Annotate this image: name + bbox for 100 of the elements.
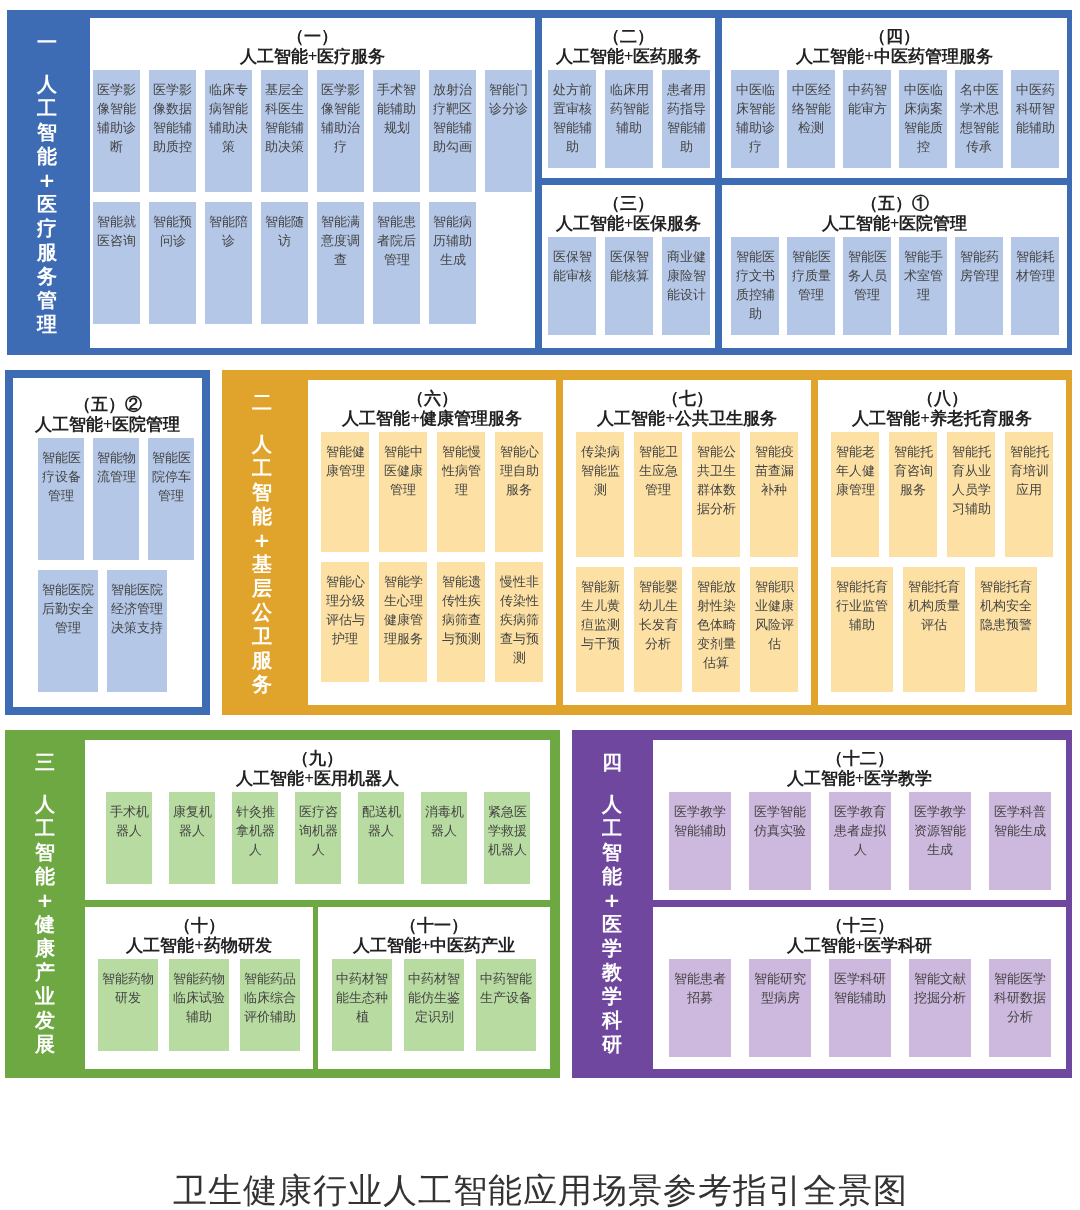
scenario-card: 智能药房管理 xyxy=(955,237,1003,335)
scenario-card: 医学教育患者虚拟人 xyxy=(829,792,891,890)
scenario-card: 智能公共卫生群体数据分析 xyxy=(692,432,740,557)
scenario-card: 智能医疗设备管理 xyxy=(38,438,84,560)
category-number: （五）① xyxy=(859,195,930,212)
category-title: 人工智能+医学科研 xyxy=(785,937,934,954)
scenario-card: 康复机器人 xyxy=(169,792,215,884)
section-panel xyxy=(572,730,1072,1078)
scenario-card: 智能门诊分诊 xyxy=(485,70,532,192)
scenario-card: 医保智能核算 xyxy=(605,237,653,335)
section-title: 人工智能+健康产业发展 xyxy=(33,792,56,1056)
scenario-card: 手术机器人 xyxy=(106,792,152,884)
section-number: 一 xyxy=(36,32,58,52)
scenario-card: 智能中医健康管理 xyxy=(379,432,427,552)
category-title: 人工智能+公共卫生服务 xyxy=(596,410,778,427)
scenario-card: 智能随访 xyxy=(261,202,308,324)
scenario-card: 智能手术室管理 xyxy=(899,237,947,335)
category-title: 人工智能+医保服务 xyxy=(554,215,703,232)
scenario-card: 智能满意度调查 xyxy=(317,202,364,324)
scenario-card: 智能患者院后管理 xyxy=(373,202,420,324)
scenario-card: 智能慢性病管理 xyxy=(437,432,485,552)
category-number: （十二） xyxy=(824,750,895,767)
diagram-caption: 卫生健康行业人工智能应用场景参考指引全景图 xyxy=(171,1171,909,1210)
scenario-card: 智能药品临床综合评价辅助 xyxy=(240,959,300,1051)
scenario-card: 智能患者招募 xyxy=(669,959,731,1057)
scenario-card: 医学科普智能生成 xyxy=(989,792,1051,890)
scenario-card: 医保智能审核 xyxy=(548,237,596,335)
category-number: （十三） xyxy=(824,917,895,934)
category-number: （五）② xyxy=(72,396,143,413)
scenario-card: 智能医院停车管理 xyxy=(148,438,194,560)
scenario-card: 中药材智能仿生鉴定识别 xyxy=(404,959,464,1051)
scenario-card: 智能托育机构安全隐患预警 xyxy=(975,567,1037,692)
scenario-card: 医学影像智能辅助治疗 xyxy=(317,70,364,192)
category-title: 人工智能+医疗服务 xyxy=(238,48,387,65)
category-number: （十） xyxy=(172,917,226,934)
category-number: （二） xyxy=(602,28,655,45)
scenario-card: 医疗咨询机器人 xyxy=(295,792,341,884)
section-panel xyxy=(7,10,1072,355)
scenario-card: 智能托育培训应用 xyxy=(1005,432,1053,557)
scenario-card: 配送机器人 xyxy=(358,792,404,884)
scenario-card: 智能病历辅助生成 xyxy=(429,202,476,324)
scenario-card: 医学教学智能辅助 xyxy=(669,792,731,890)
category-title: 人工智能+医药服务 xyxy=(554,48,703,65)
scenario-card: 智能托育咨询服务 xyxy=(889,432,937,557)
scenario-card: 临床专病智能辅助决策 xyxy=(205,70,252,192)
category-title: 人工智能+医用机器人 xyxy=(235,770,400,787)
category-title: 人工智能+中医药管理服务 xyxy=(795,48,994,65)
scenario-card: 中药智能生产设备 xyxy=(476,959,536,1051)
scenario-card: 智能心理分级评估与护理 xyxy=(321,562,369,682)
scenario-card: 放射治疗靶区智能辅助勾画 xyxy=(429,70,476,192)
category-title: 人工智能+中医药产业 xyxy=(351,937,517,954)
category-panel xyxy=(90,18,535,348)
scenario-card: 智能托育从业人员学习辅助 xyxy=(947,432,995,557)
category-number: （八） xyxy=(915,390,969,407)
scenario-card: 智能医院经济管理决策支持 xyxy=(107,570,167,692)
scenario-card: 中医临床病案智能质控 xyxy=(899,70,947,168)
scenario-card: 智能新生儿黄疸监测与干预 xyxy=(576,567,624,692)
scenario-card: 医学教学资源智能生成 xyxy=(909,792,971,890)
scenario-card: 处方前置审核智能辅助 xyxy=(548,70,596,168)
section-title: 人工智能+医疗服务管理 xyxy=(35,72,58,336)
category-title: 人工智能+养老托育服务 xyxy=(851,410,1033,427)
scenario-card: 临床用药智能辅助 xyxy=(605,70,653,168)
category-panel xyxy=(318,907,550,1069)
scenario-card: 中医经络智能检测 xyxy=(787,70,835,168)
category-title: 人工智能+药物研发 xyxy=(125,937,273,954)
scenario-card: 智能托育机构质量评估 xyxy=(903,567,965,692)
scenario-card: 智能托育行业监管辅助 xyxy=(831,567,893,692)
scenario-card: 智能医务人员管理 xyxy=(843,237,891,335)
section-panel xyxy=(5,730,560,1078)
category-panel xyxy=(722,18,1067,178)
category-number: （四） xyxy=(868,28,921,45)
scenario-card: 智能心理自助服务 xyxy=(495,432,543,552)
category-panel xyxy=(818,380,1066,705)
scenario-card: 智能物流管理 xyxy=(93,438,139,560)
scenario-card: 智能药物临床试验辅助 xyxy=(169,959,229,1051)
category-panel xyxy=(653,740,1066,900)
scenario-card: 商业健康险智能设计 xyxy=(662,237,710,335)
scenario-card: 智能药物研发 xyxy=(98,959,158,1051)
scenario-card: 智能遗传性疾病筛查与预测 xyxy=(437,562,485,682)
section-number: 三 xyxy=(34,752,56,772)
category-number: （十一） xyxy=(399,917,469,934)
scenario-card: 消毒机器人 xyxy=(421,792,467,884)
scenario-card: 基层全科医生智能辅助决策 xyxy=(261,70,308,192)
scenario-card: 名中医学术思想智能传承 xyxy=(955,70,1003,168)
category-title: 人工智能+医院管理 xyxy=(820,215,969,232)
category-panel xyxy=(542,18,715,178)
section-title: 人工智能+基层公卫服务 xyxy=(250,432,273,696)
category-panel xyxy=(5,370,210,715)
scenario-card: 智能研究型病房 xyxy=(749,959,811,1057)
scenario-card: 医学影像数据智能辅助质控 xyxy=(149,70,196,192)
scenario-card: 紧急医学救援机器人 xyxy=(484,792,530,884)
scenario-card: 智能健康管理 xyxy=(321,432,369,552)
category-panel xyxy=(653,907,1066,1069)
category-number: （六） xyxy=(405,390,459,407)
category-number: （九） xyxy=(291,750,344,767)
category-number: （一） xyxy=(286,28,339,45)
scenario-card: 传染病智能监测 xyxy=(576,432,624,557)
section-title: 人工智能+医学教学科研 xyxy=(600,792,623,1056)
category-panel xyxy=(563,380,811,705)
scenario-card: 医学科研智能辅助 xyxy=(829,959,891,1057)
